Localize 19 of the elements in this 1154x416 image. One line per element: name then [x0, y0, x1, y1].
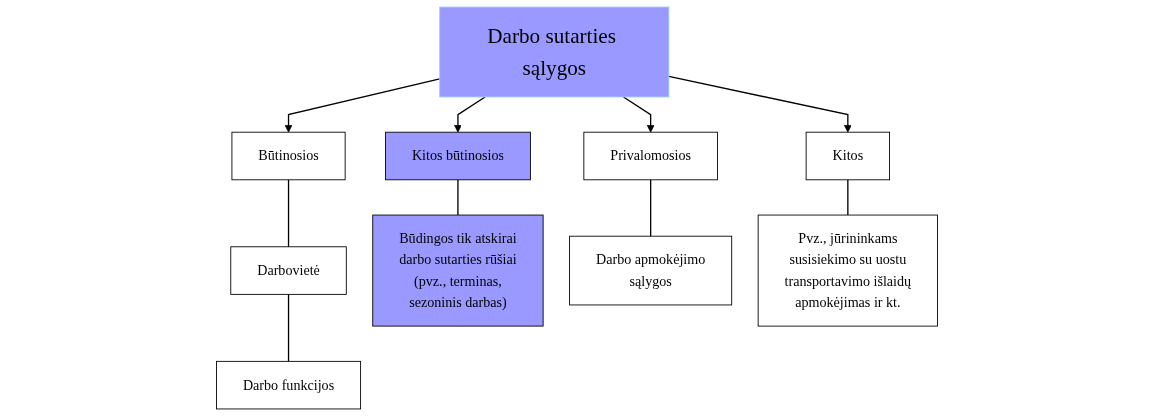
connector [287, 293, 290, 363]
arrow [622, 96, 655, 133]
node-box: Pvz., jūrininkams susisiekimo su uostu transportavimo išlaidų apmokėjimas ir kt. [757, 214, 938, 327]
node-box: Kitos būtinosios [385, 131, 531, 181]
node-box: Būtinosios [231, 131, 346, 181]
node-box: Darbovietė [230, 246, 347, 295]
connector [457, 179, 459, 216]
node-box: Darbo sutarties sąlygos [439, 6, 670, 98]
node-box: Kitos [805, 131, 890, 181]
arrow [284, 78, 441, 133]
node-box: Darbo funkcijos [216, 360, 362, 410]
node-box: Darbo apmokėjimo sąlygos [569, 235, 733, 306]
arrow [668, 75, 852, 133]
connector [650, 179, 652, 237]
node-box: Privalomosios [583, 131, 718, 181]
connector [847, 179, 849, 216]
arrow [454, 96, 486, 133]
node-box: Būdingos tik atskirai darbo sutarties rūšiai (pvz., terminas, sezoninis darbas) [372, 214, 544, 327]
connector [287, 179, 290, 248]
